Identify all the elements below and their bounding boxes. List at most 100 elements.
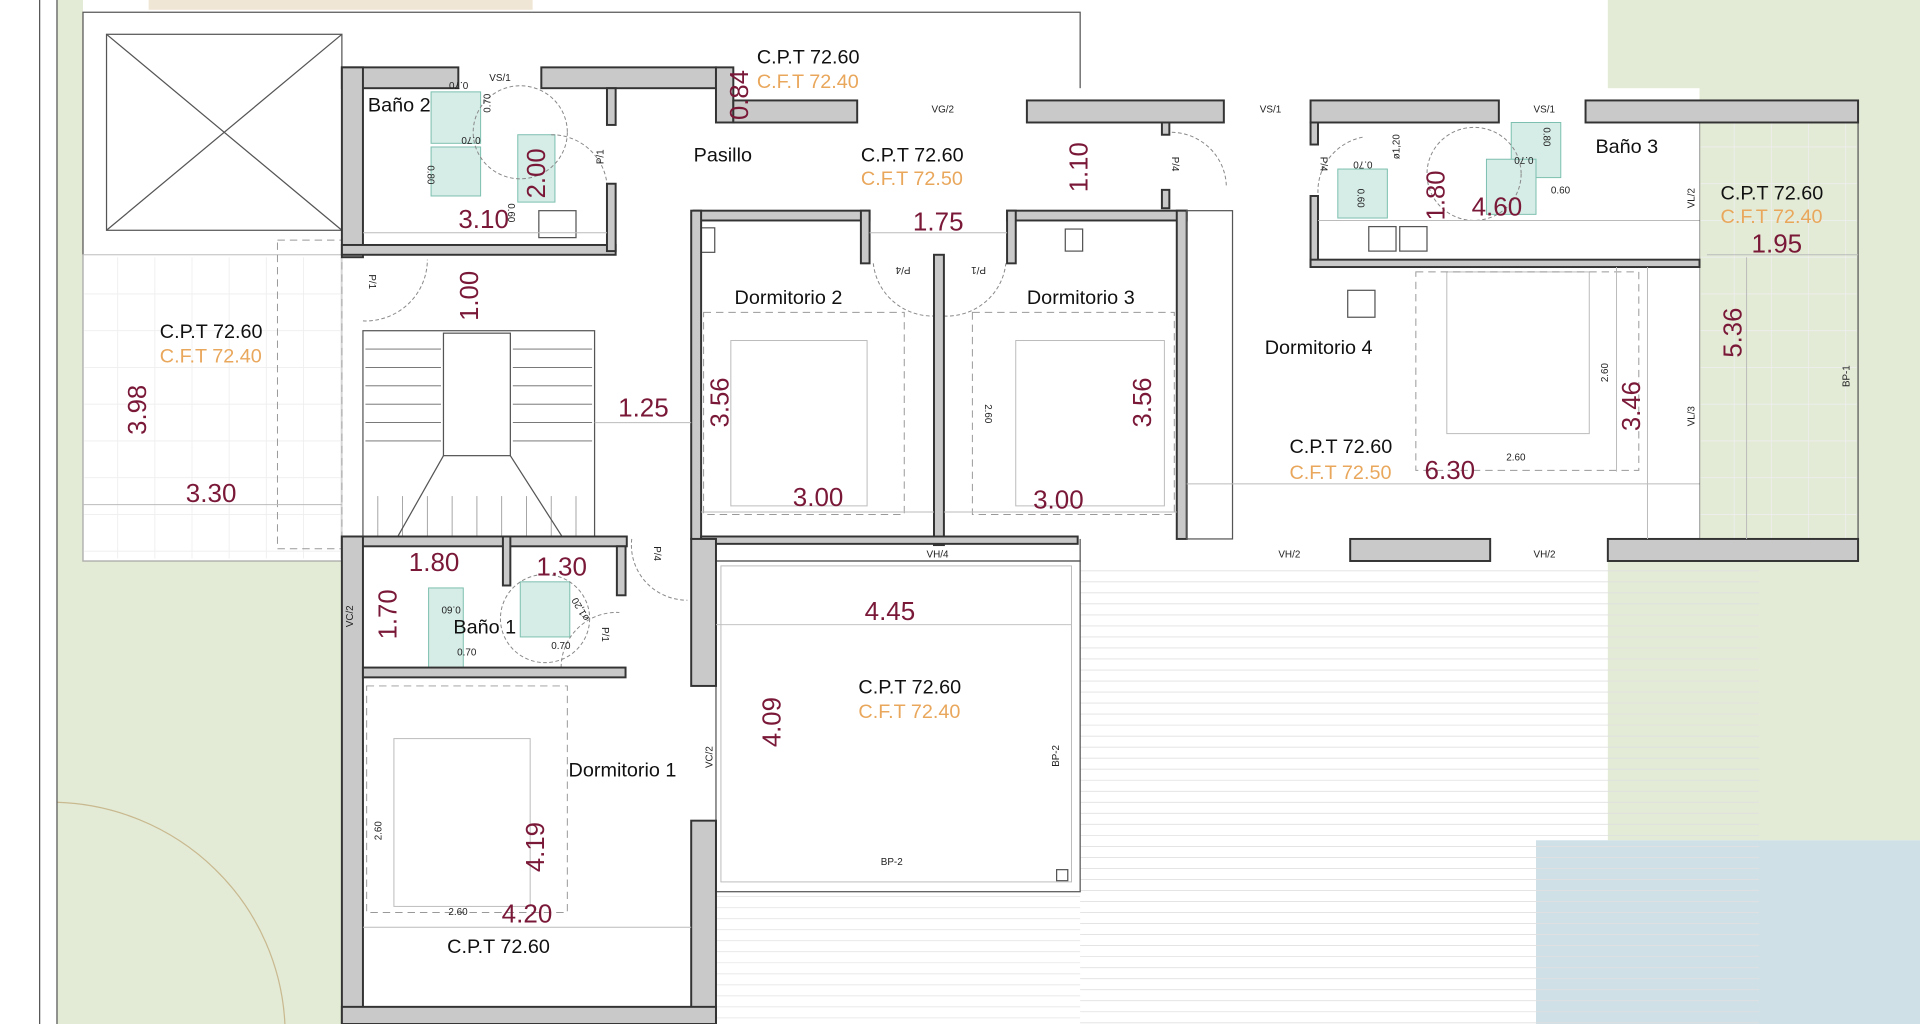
opening-code: P/1: [971, 264, 986, 275]
room-labels: Baño 2 Pasillo Dormitorio 2 Dormitorio 3…: [368, 95, 1658, 782]
level-cft: C.F.T 72.50: [1289, 462, 1391, 484]
dimension: 1.25: [618, 395, 669, 423]
dimensions-horizontal: 3.10 1.75 4.60 1.95 1.25 3.30 3.00 3.00 …: [186, 194, 1802, 929]
dimension: 3.00: [793, 484, 844, 512]
furniture-dim: 0.60: [441, 603, 461, 614]
pergola-outline: [276, 239, 343, 550]
level-cpt: C.P.T 72.60: [861, 145, 964, 167]
opening-code: VC/2: [704, 746, 715, 768]
balcony: [715, 560, 1081, 893]
level-cpt: C.P.T 72.60: [1289, 436, 1392, 458]
opening-code: P/1: [366, 274, 377, 289]
furniture-dim: 2.60: [982, 404, 993, 424]
opening-code: P/1: [599, 627, 610, 642]
dimension: 0.84: [726, 70, 754, 120]
level-cpt: C.P.T 72.60: [447, 936, 550, 958]
staircase: [362, 330, 596, 540]
opening-code: BP-2: [881, 857, 903, 868]
furniture-dim: 0.60: [1355, 189, 1366, 209]
balcony-inner: [720, 565, 1072, 883]
furniture-dim: 0.60: [505, 203, 516, 223]
dimension: 1.80: [1422, 170, 1450, 220]
dimension: 3.98: [124, 385, 152, 435]
dimension: 3.10: [458, 206, 509, 234]
dimension: 4.45: [865, 598, 916, 626]
terrace-left: [82, 254, 343, 562]
dimension: 1.95: [1752, 230, 1803, 258]
furniture-dim: 2.60: [448, 907, 468, 918]
door-swings: [362, 85, 1522, 668]
dimension: 4.60: [1472, 194, 1523, 222]
opening-code: VG/2: [932, 105, 955, 116]
garden-left-top: [56, 0, 83, 561]
opening-code: P/4: [895, 264, 910, 275]
room-pasillo: Pasillo: [694, 145, 752, 167]
opening-code: VC/2: [345, 605, 356, 627]
opening-code: BP-1: [1841, 365, 1852, 387]
level-cft: C.F.T 72.40: [757, 71, 859, 93]
dimension: 4.19: [522, 822, 550, 872]
dimension: 1.70: [374, 589, 402, 639]
dimension: 3.56: [1129, 377, 1157, 427]
dimension: 5.36: [1720, 308, 1748, 358]
beds-and-furniture: [366, 271, 1640, 914]
level-cpt: C.P.T 72.60: [1721, 183, 1824, 205]
level-cft: C.F.T 72.50: [861, 168, 963, 190]
deck-boards: [715, 570, 1759, 1024]
opening-code: P/4: [1317, 157, 1328, 172]
furniture-dim: 0.70: [1353, 159, 1373, 170]
room-dormitorio-4: Dormitorio 4: [1265, 337, 1373, 359]
dimension: 4.20: [502, 900, 553, 928]
room-dormitorio-3: Dormitorio 3: [1027, 287, 1135, 309]
dimension: 1.10: [1065, 142, 1093, 192]
room-bano-1: Baño 1: [453, 616, 516, 638]
room-bano-3: Baño 3: [1595, 136, 1658, 158]
top-strip: [148, 0, 533, 10]
furniture-dim: 2.60: [1506, 453, 1526, 464]
furniture-dim: 0.70: [482, 93, 493, 113]
furniture-dim: 0.70: [551, 641, 571, 652]
balcony-drain: [1056, 869, 1069, 882]
dimension: 4.09: [758, 697, 786, 747]
room-dormitorio-1: Dormitorio 1: [569, 760, 677, 782]
furniture-dim: 0.70: [448, 79, 468, 90]
opening-code: VS/1: [1534, 105, 1555, 116]
furniture-dim: 0.70: [457, 647, 477, 658]
tree-circle: [56, 801, 286, 1024]
walls: [340, 66, 1860, 1024]
room-bano-2: Baño 2: [368, 95, 431, 117]
garden-left: [56, 560, 342, 1024]
opening-code: VL/3: [1687, 406, 1698, 427]
dimension: 6.30: [1425, 457, 1476, 485]
opening-code: BP-2: [1051, 745, 1062, 767]
level-cpt: C.P.T 72.60: [757, 47, 860, 69]
pool: [1536, 840, 1920, 1024]
interior-floor: [362, 88, 1700, 539]
opening-code: P/1: [595, 149, 606, 164]
level-cft: C.F.T 72.40: [858, 701, 960, 723]
dimension: 1.75: [913, 208, 964, 236]
opening-code: VL/2: [1687, 188, 1698, 208]
furniture-dim: 0.80: [1540, 127, 1551, 147]
terrace-grid: [84, 257, 342, 559]
level-cft: C.F.T 72.40: [1721, 206, 1823, 228]
opening-code: VH/2: [1278, 549, 1300, 560]
dimensions-vertical: 0.84 2.00 1.10 1.80 1.00 3.98 3.56 3.56 …: [124, 70, 1748, 872]
room-dormitorio-2: Dormitorio 2: [735, 287, 843, 309]
level-cpt: C.P.T 72.60: [160, 321, 263, 343]
opening-code: VH/2: [1534, 549, 1556, 560]
opening-code: VS/1: [1260, 105, 1281, 116]
dimension: 1.00: [456, 271, 484, 321]
furniture-dim: 2.60: [1600, 363, 1611, 383]
furniture-dim: 0.60: [1551, 186, 1571, 197]
dimension: 3.46: [1618, 381, 1646, 431]
dimension: 3.30: [186, 480, 237, 508]
dimension: 3.56: [706, 377, 734, 427]
level-markers: C.P.T 72.60 C.F.T 72.40 C.P.T 72.60 C.F.…: [160, 47, 1824, 958]
furniture-dim: 0.70: [461, 134, 481, 145]
level-cft: C.F.T 72.40: [160, 346, 262, 368]
dimension: 2.00: [523, 148, 551, 198]
dimension: 3.00: [1033, 486, 1084, 514]
opening-codes: VS/1 VG/2 VS/1 VS/1 P/1 P/4 P/4 P/1 P/4 …: [345, 73, 1852, 868]
